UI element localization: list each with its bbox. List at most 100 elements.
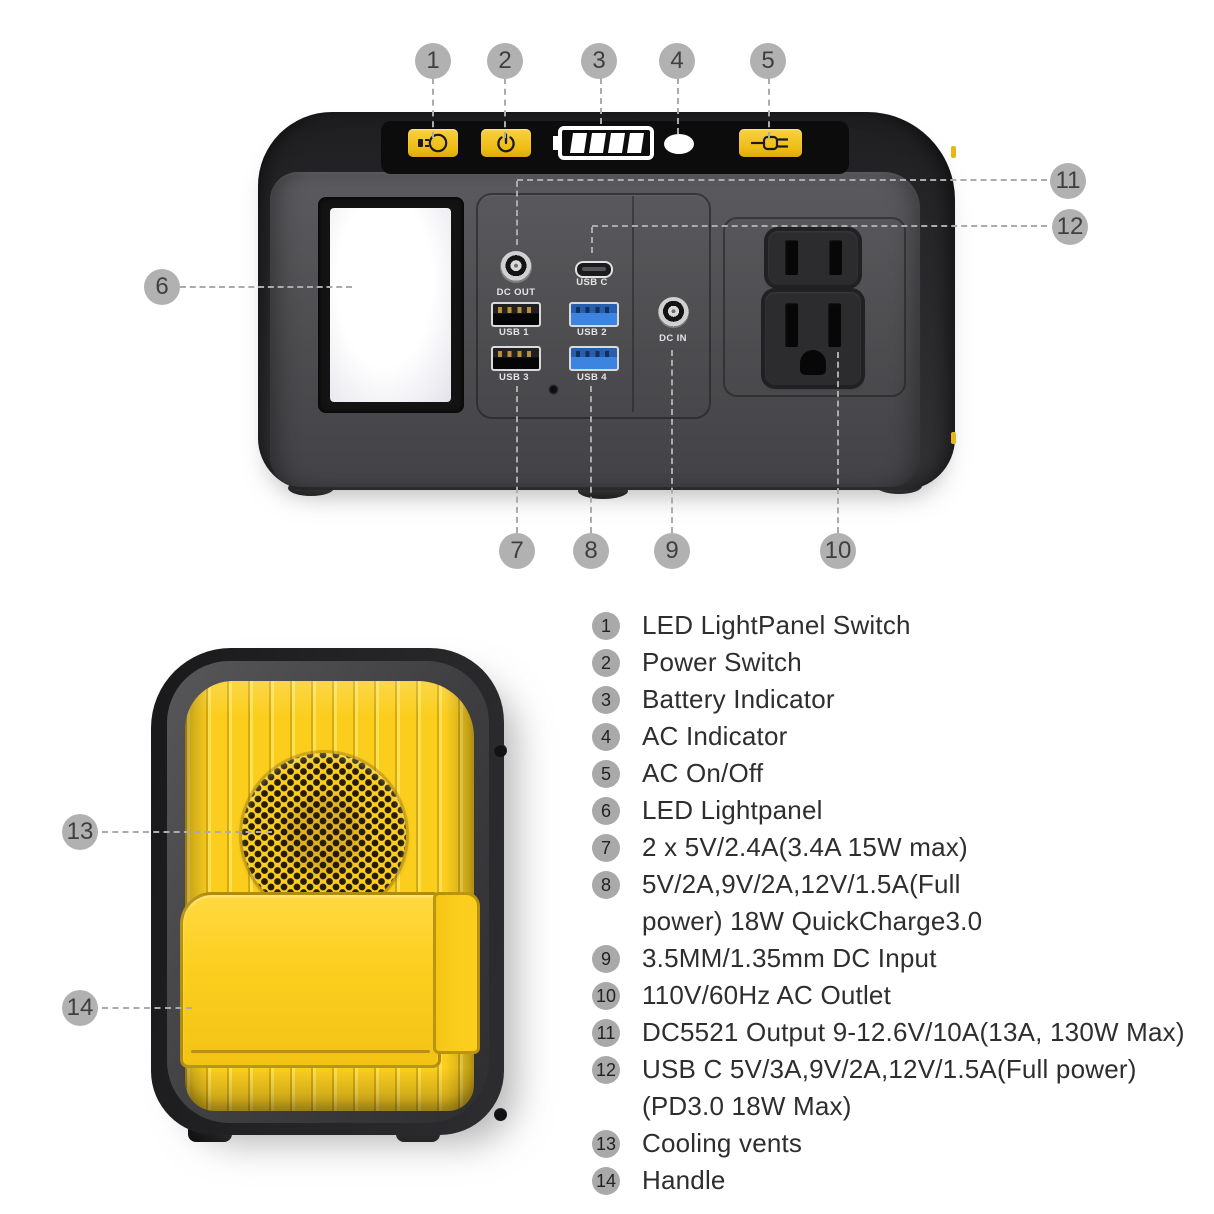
legend-label: 3.5MM/1.35mm DC Input [642, 943, 937, 973]
legend-item: 12 USB C 5V/3A,9V/2A,12V/1.5A(Full power)… [592, 1051, 1214, 1125]
legend-label: 5V/2A,9V/2A,12V/1.5A(Full power) 18W Qui… [642, 869, 983, 936]
callout-9: 9 [654, 533, 690, 569]
legend-label: DC5521 Output 9-12.6V/10A(13A, 130W Max) [642, 1017, 1185, 1047]
led-lightpanel-diffuser [330, 208, 451, 402]
legend-number: 11 [592, 1019, 620, 1047]
usb-1-port [491, 302, 541, 327]
legend-number: 13 [592, 1130, 620, 1158]
callout-line-10 [837, 352, 839, 533]
reset-hole [548, 384, 559, 395]
usb-c-slot [582, 266, 606, 271]
legend-label: 110V/60Hz AC Outlet [642, 980, 892, 1010]
outlet-slot [785, 240, 798, 275]
legend-number: 6 [592, 797, 620, 825]
legend-item: 10 110V/60Hz AC Outlet [592, 977, 1214, 1014]
callout-4: 4 [659, 43, 695, 79]
callout-line-3 [600, 78, 602, 124]
callout-line-2 [504, 78, 506, 138]
usb-pins [498, 350, 534, 357]
light-bulb-icon [418, 133, 448, 153]
legend-number: 5 [592, 760, 620, 788]
ac-indicator-led [664, 134, 694, 154]
ports-panel-divider [632, 196, 634, 412]
legend-label: LED LightPanel Switch [642, 610, 911, 640]
yellow-accent-top [951, 146, 956, 158]
callout-line-11 [517, 179, 1047, 181]
legend-number: 10 [592, 982, 620, 1010]
legend-label: Power Switch [642, 647, 802, 677]
usb-4-port [569, 346, 619, 371]
legend-number: 7 [592, 834, 620, 862]
ports-panel [476, 193, 711, 419]
usb-1-label: USB 1 [499, 327, 529, 338]
legend-label: Handle [642, 1165, 726, 1195]
callout-line-6 [180, 286, 352, 288]
callout-line-9 [671, 350, 673, 533]
legend-label: Cooling vents [642, 1128, 803, 1158]
outlet-slot [785, 303, 798, 347]
handle-bracket [433, 892, 480, 1054]
legend-number: 14 [592, 1167, 620, 1195]
outlet-slot [829, 240, 842, 275]
dc-in-label: DC IN [659, 333, 687, 344]
screw [494, 1108, 507, 1121]
ac-outlet-2prong [768, 231, 858, 285]
callout-line-11-drop [516, 181, 518, 245]
legend-item: 8 5V/2A,9V/2A,12V/1.5A(Full power) 18W Qu… [592, 866, 1214, 940]
legend-label: Battery Indicator [642, 684, 835, 714]
callout-13: 13 [62, 814, 98, 850]
callout-line-14 [102, 1007, 192, 1009]
usb-pins [498, 306, 534, 313]
callout-5: 5 [750, 43, 786, 79]
legend-item: 3 Battery Indicator [592, 681, 1214, 718]
dc-in-jack [658, 297, 689, 328]
usb-2-label: USB 2 [577, 327, 607, 338]
battery-indicator-icon [553, 126, 654, 160]
callout-3: 3 [581, 43, 617, 79]
callout-line-7 [516, 386, 518, 533]
screw [494, 744, 507, 757]
plug-icon [751, 135, 788, 151]
legend-label: LED Lightpanel [642, 795, 823, 825]
callout-1: 1 [415, 43, 451, 79]
power-switch-button [481, 129, 531, 157]
led-lightpanel [318, 197, 464, 413]
legend-item: 6 LED Lightpanel [592, 792, 1214, 829]
legend-label: AC On/Off [642, 758, 764, 788]
callout-10: 10 [820, 533, 856, 569]
callout-line-12 [592, 225, 1047, 227]
legend-number: 8 [592, 871, 620, 899]
legend-number: 4 [592, 723, 620, 751]
ac-outlet-panel [723, 217, 906, 397]
legend-item: 13 Cooling vents [592, 1125, 1214, 1162]
legend-item: 11 DC5521 Output 9-12.6V/10A(13A, 130W Ma… [592, 1014, 1214, 1051]
ac-on-off-button [739, 129, 802, 157]
legend-number: 12 [592, 1056, 620, 1084]
legend-label: USB C 5V/3A,9V/2A,12V/1.5A(Full power) (… [642, 1054, 1137, 1121]
dc-out-label: DC OUT [496, 287, 536, 298]
usb-pins [576, 350, 612, 357]
cooling-vents [242, 753, 406, 917]
legend-item: 5 AC On/Off [592, 755, 1214, 792]
usb-3-label: USB 3 [499, 372, 529, 383]
usb-3-port [491, 346, 541, 371]
handle-seam [191, 1050, 430, 1053]
callout-line-13 [102, 831, 272, 833]
legend-number: 3 [592, 686, 620, 714]
callout-6: 6 [144, 269, 180, 305]
callout-line-1 [432, 78, 434, 138]
usb-c-port [575, 261, 613, 278]
ac-outlet-3prong [765, 292, 861, 385]
outlet-slot [828, 303, 841, 347]
legend-number: 2 [592, 649, 620, 677]
legend-item: 14 Handle [592, 1162, 1214, 1199]
dc-out-jack [500, 251, 532, 283]
callout-line-5 [768, 78, 770, 138]
callout-line-12-drop [591, 227, 593, 253]
callout-7: 7 [499, 533, 535, 569]
callout-2: 2 [487, 43, 523, 79]
